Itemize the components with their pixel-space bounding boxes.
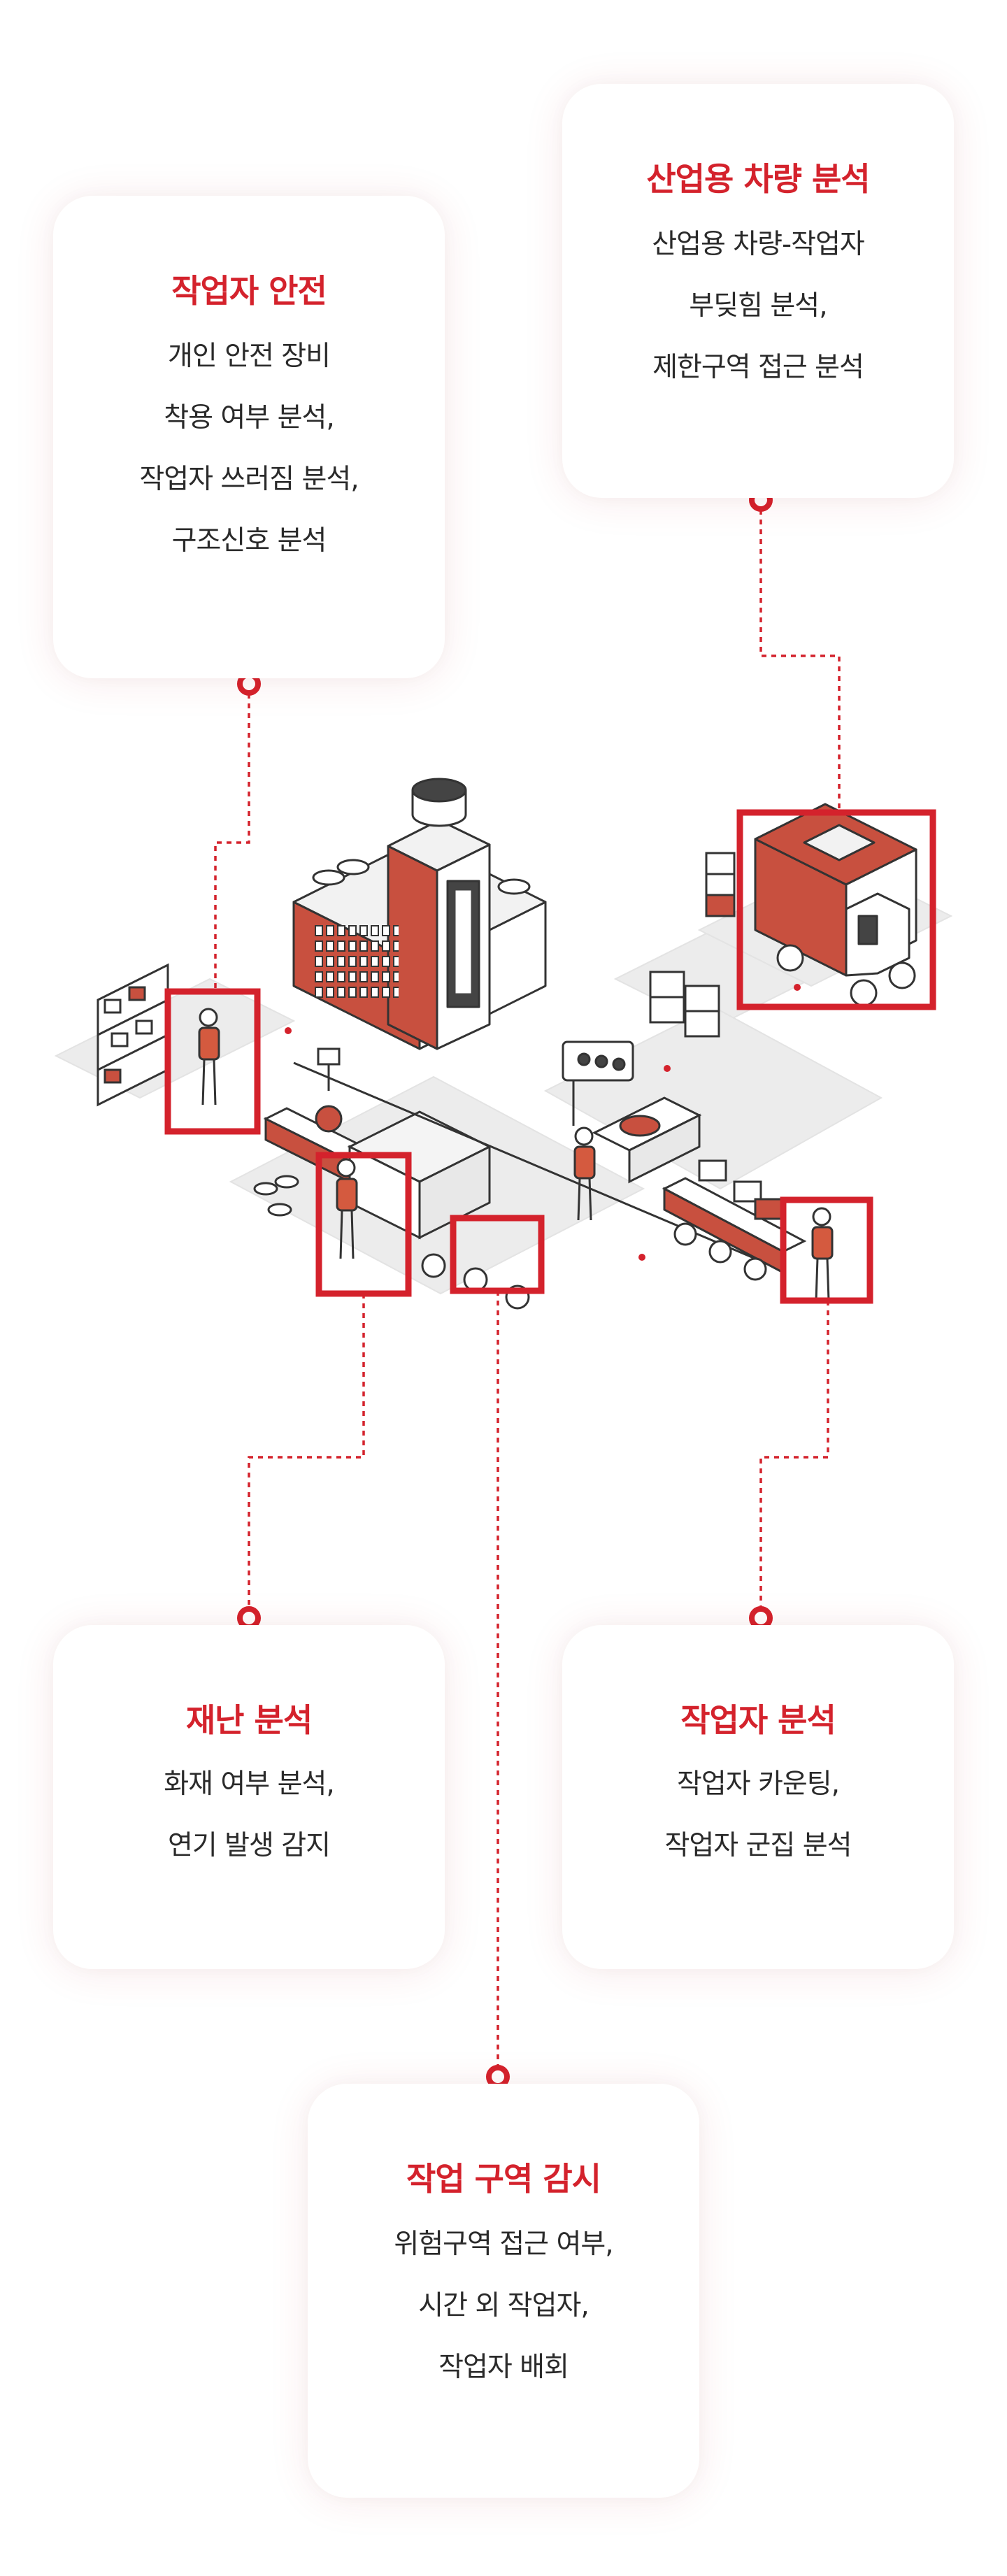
connector-vehicle xyxy=(759,500,841,813)
card-description: 위험구역 접근 여부, 시간 외 작업자, 작업자 배회 xyxy=(308,2214,699,2398)
card-title: 산업용 차량 분석 xyxy=(646,160,870,198)
card-line: 시간 외 작업자, xyxy=(418,2290,589,2321)
card-line: 작업자 배회 xyxy=(438,2352,569,2383)
box-stack xyxy=(649,852,736,1038)
card-title: 재난 분석 xyxy=(185,1701,313,1739)
card-worker-analysis: 작업자 분석 작업자 카운팅, 작업자 군집 분석 xyxy=(562,1625,954,1969)
card-line: 작업자 쓰러짐 분석, xyxy=(139,464,359,495)
card-line: 제한구역 접근 분석 xyxy=(652,352,864,383)
card-line: 화재 여부 분석, xyxy=(164,1768,334,1800)
assembly-machines xyxy=(562,1040,807,1281)
card-line: 개인 안전 장비 xyxy=(167,341,331,372)
connector-lines xyxy=(214,500,841,2077)
card-title: 작업 구역 감시 xyxy=(406,2160,601,2198)
card-description: 산업용 차량-작업자 부딪힘 분석, 제한구역 접근 분석 xyxy=(562,214,954,399)
worker-figure-right xyxy=(811,1207,834,1301)
card-line: 작업자 군집 분석 xyxy=(664,1830,852,1861)
card-description: 개인 안전 장비 착용 여부 분석, 작업자 쓰러짐 분석, 구조신호 분석 xyxy=(53,326,445,572)
card-line: 연기 발생 감지 xyxy=(167,1830,331,1861)
worker-figure-shelves xyxy=(198,1008,220,1105)
detection-box-vehicle xyxy=(736,809,936,1010)
card-work-zone-monitoring: 작업 구역 감시 위험구역 접근 여부, 시간 외 작업자, 작업자 배회 xyxy=(308,2084,699,2498)
card-worker-safety: 작업자 안전 개인 안전 장비 착용 여부 분석, 작업자 쓰러짐 분석, 구조… xyxy=(53,196,445,678)
industrial-truck xyxy=(754,803,917,1007)
card-line: 구조신호 분석 xyxy=(171,525,327,557)
card-disaster-analysis: 재난 분석 화재 여부 분석, 연기 발생 감지 xyxy=(53,1625,445,1969)
card-description: 화재 여부 분석, 연기 발생 감지 xyxy=(53,1754,445,1877)
scene-dots xyxy=(285,984,801,1261)
worker-figure-assembly xyxy=(573,1126,596,1221)
card-line: 착용 여부 분석, xyxy=(164,402,334,434)
card-line: 부딪힘 분석, xyxy=(689,290,827,322)
card-title: 작업자 분석 xyxy=(680,1701,836,1739)
card-vehicle-analysis: 산업용 차량 분석 산업용 차량-작업자 부딪힘 분석, 제한구역 접근 분석 xyxy=(562,84,954,498)
connector-disaster xyxy=(248,1294,365,1618)
card-title: 작업자 안전 xyxy=(171,272,327,310)
connector-worker-analysis xyxy=(759,1301,829,1618)
card-line: 위험구역 접근 여부, xyxy=(394,2228,613,2260)
card-line: 작업자 카운팅, xyxy=(676,1768,840,1800)
card-description: 작업자 카운팅, 작업자 군집 분석 xyxy=(562,1754,954,1877)
card-line: 산업용 차량-작업자 xyxy=(652,229,865,260)
detection-box-worker-safety xyxy=(164,988,261,1135)
detection-box-worker-analysis xyxy=(780,1196,873,1304)
connector-worker-safety xyxy=(214,684,250,992)
worker-figure-conveyor xyxy=(336,1158,358,1259)
main-building xyxy=(292,778,547,1050)
